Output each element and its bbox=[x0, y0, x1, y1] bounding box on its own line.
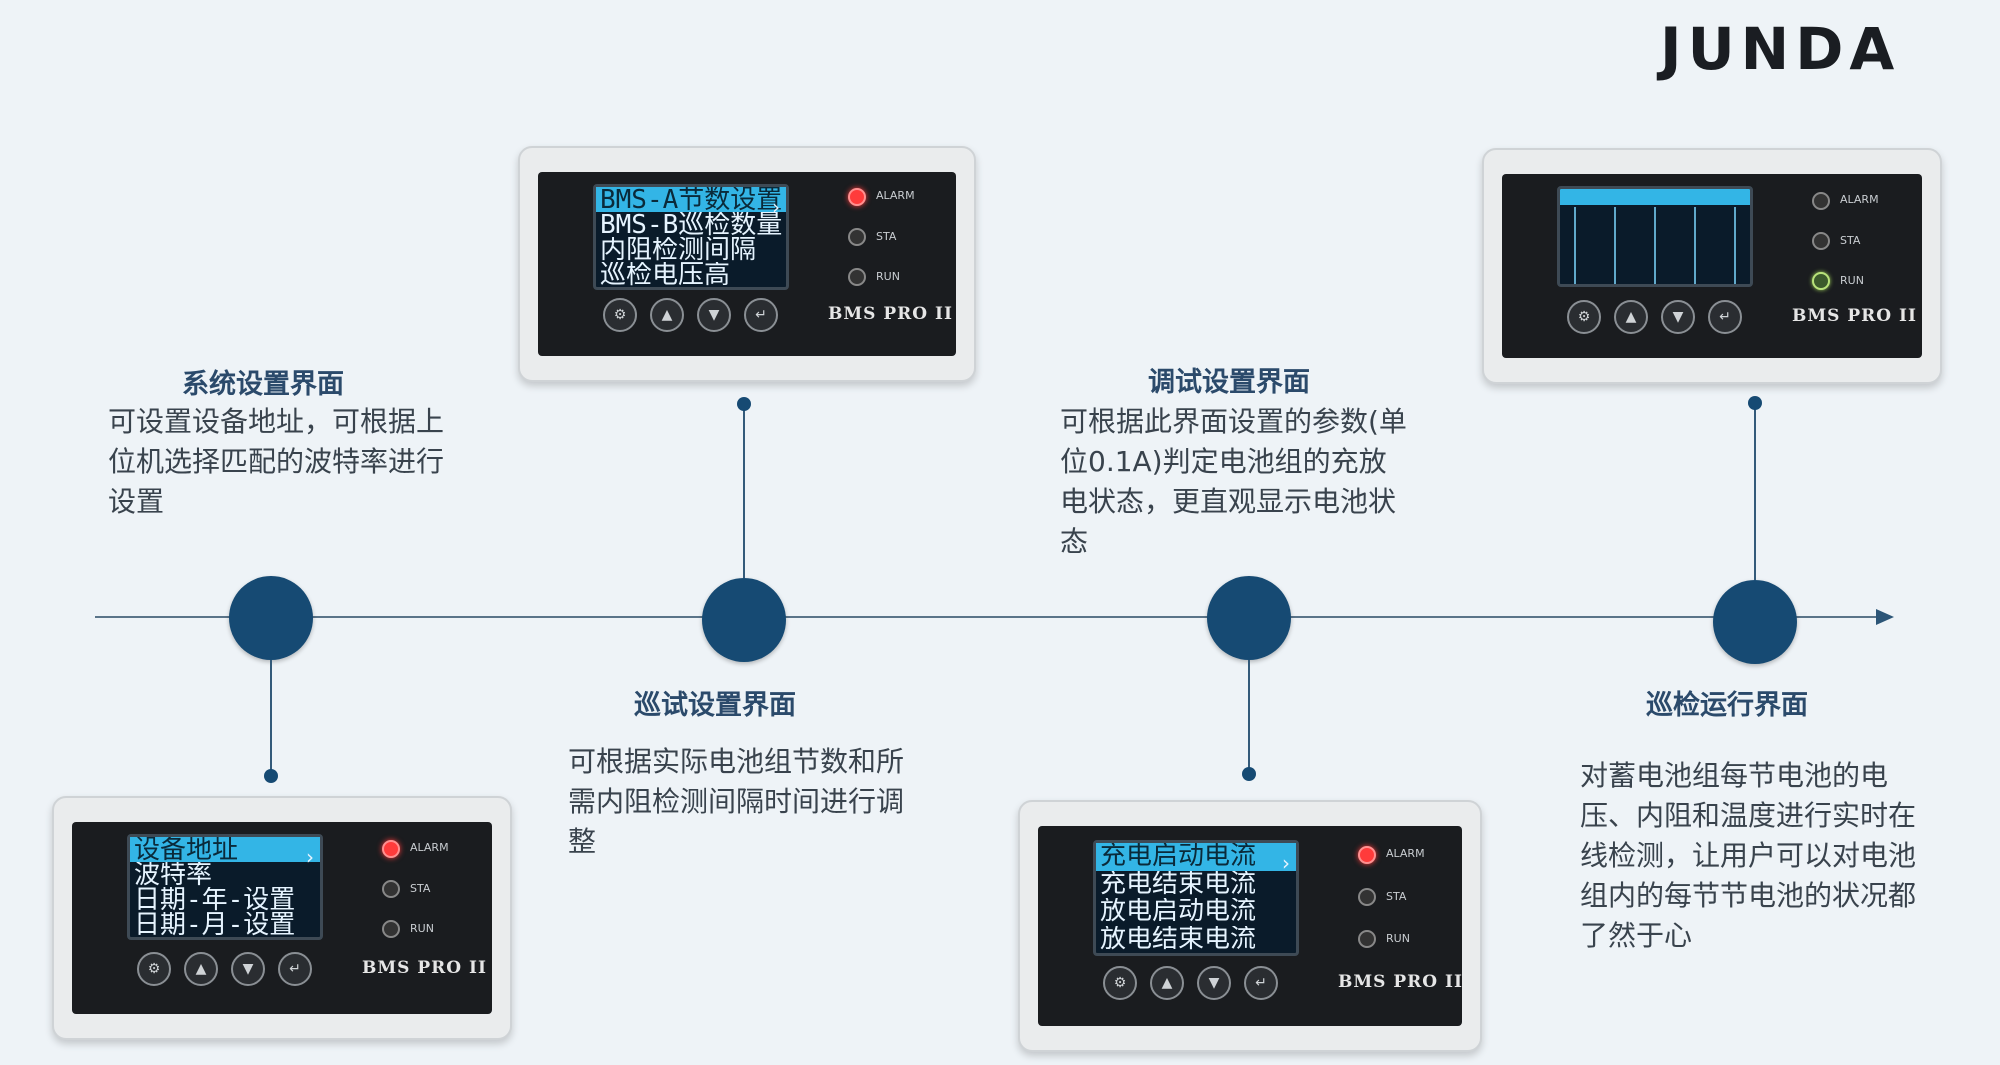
connector-2 bbox=[743, 410, 745, 578]
connector-dot-1 bbox=[264, 769, 278, 783]
lcd-data-columns bbox=[1560, 207, 1750, 284]
alarm-label: ALARM bbox=[410, 841, 449, 854]
lcd-line: 放电结束电流 bbox=[1100, 925, 1257, 953]
lcd-line: 充电启动电流 bbox=[1096, 843, 1296, 871]
enter-button[interactable]: ↵ bbox=[278, 952, 312, 986]
chevron-right-icon: › bbox=[306, 845, 314, 869]
connector-1 bbox=[270, 660, 272, 772]
run-led-icon bbox=[382, 920, 400, 938]
alarm-led-icon bbox=[1358, 846, 1376, 864]
settings-button[interactable]: ⚙ bbox=[603, 298, 637, 332]
brand-logo: JUNDA bbox=[1660, 15, 1901, 83]
alarm-led-icon bbox=[382, 840, 400, 858]
connector-dot-3 bbox=[1242, 767, 1256, 781]
up-button[interactable]: ▲ bbox=[1150, 966, 1184, 1000]
run-led-icon bbox=[848, 268, 866, 286]
lcd-header-bar bbox=[1560, 189, 1750, 205]
lcd-line: 日期-月-设置 bbox=[134, 912, 296, 937]
lcd-screen: BMS-A节数设置 BMS-B巡检数量 内阻检测间隔 巡检电压高 › bbox=[593, 184, 789, 290]
step-1-title: 系统设置界面 bbox=[182, 369, 344, 400]
sta-led-icon bbox=[1812, 232, 1830, 250]
run-label: RUN bbox=[1840, 274, 1864, 287]
run-label: RUN bbox=[410, 922, 434, 935]
step-2-description: 可根据实际电池组节数和所需内阻检测间隔时间进行调整 bbox=[568, 745, 905, 858]
step-4-title: 巡检运行界面 bbox=[1646, 690, 1808, 721]
lcd-line: 内阻检测间隔 bbox=[600, 237, 757, 262]
device-model-label: BMS PRO II bbox=[362, 958, 487, 978]
lcd-line: BMS-B巡检数量 bbox=[600, 212, 783, 237]
lcd-line: 充电结束电流 bbox=[1100, 870, 1257, 898]
sta-led-icon bbox=[848, 228, 866, 246]
timeline-node-2 bbox=[702, 578, 786, 662]
chevron-right-icon: › bbox=[1282, 851, 1290, 875]
alarm-label: ALARM bbox=[1386, 847, 1425, 860]
down-button[interactable]: ▼ bbox=[231, 952, 265, 986]
timeline-node-1 bbox=[229, 576, 313, 660]
alarm-label: ALARM bbox=[1840, 193, 1879, 206]
down-button[interactable]: ▼ bbox=[1661, 300, 1695, 334]
run-label: RUN bbox=[1386, 932, 1410, 945]
timeline-node-3 bbox=[1207, 576, 1291, 660]
down-button[interactable]: ▼ bbox=[1197, 966, 1231, 1000]
device-panel-patrol: BMS-A节数设置 BMS-B巡检数量 内阻检测间隔 巡检电压高 › ALARM… bbox=[518, 146, 976, 382]
connector-dot-2 bbox=[737, 397, 751, 411]
connector-dot-4 bbox=[1748, 396, 1762, 410]
timeline-node-4 bbox=[1713, 580, 1797, 664]
alarm-led-icon bbox=[1812, 192, 1830, 210]
step-3-description: 可根据此界面设置的参数(单位0.1A)判定电池组的充放电状态，更直观显示电池状态 bbox=[1060, 405, 1407, 558]
settings-button[interactable]: ⚙ bbox=[1567, 300, 1601, 334]
lcd-line: 放电启动电流 bbox=[1100, 898, 1257, 926]
timeline-arrow-icon bbox=[1876, 609, 1894, 625]
sta-label: STA bbox=[410, 882, 431, 895]
enter-button[interactable]: ↵ bbox=[744, 298, 778, 332]
lcd-screen: 充电启动电流 充电结束电流 放电启动电流 放电结束电流 › bbox=[1093, 840, 1299, 956]
up-button[interactable]: ▲ bbox=[650, 298, 684, 332]
step-1-description: 可设置设备地址，可根据上位机选择匹配的波特率进行设置 bbox=[108, 405, 445, 518]
sta-label: STA bbox=[1840, 234, 1861, 247]
enter-button[interactable]: ↵ bbox=[1708, 300, 1742, 334]
up-button[interactable]: ▲ bbox=[184, 952, 218, 986]
lcd-line: BMS-A节数设置 bbox=[596, 187, 786, 212]
lcd-data-grid bbox=[1557, 186, 1753, 287]
lcd-line: 波特率 bbox=[134, 862, 213, 887]
lcd-line: 巡检电压高 bbox=[600, 262, 731, 287]
sta-label: STA bbox=[1386, 890, 1407, 903]
lcd-screen: 设备地址 波特率 日期-年-设置 日期-月-设置 › bbox=[127, 834, 323, 940]
lcd-line: 设备地址 bbox=[130, 837, 320, 862]
sta-label: STA bbox=[876, 230, 897, 243]
settings-button[interactable]: ⚙ bbox=[1103, 966, 1137, 1000]
device-panel-running: ALARM STA RUN ⚙ ▲ ▼ ↵ BMS PRO II bbox=[1482, 148, 1942, 384]
run-led-icon bbox=[1812, 272, 1830, 290]
sta-led-icon bbox=[382, 880, 400, 898]
connector-4 bbox=[1754, 408, 1756, 580]
device-panel-system: 设备地址 波特率 日期-年-设置 日期-月-设置 › ALARM STA RUN… bbox=[52, 796, 512, 1040]
step-4-description: 对蓄电池组每节电池的电压、内阻和温度进行实时在线检测，让用户可以对电池组内的每节… bbox=[1580, 759, 1917, 952]
down-button[interactable]: ▼ bbox=[697, 298, 731, 332]
up-button[interactable]: ▲ bbox=[1614, 300, 1648, 334]
step-2-title: 巡试设置界面 bbox=[634, 690, 796, 721]
connector-3 bbox=[1248, 660, 1250, 772]
run-label: RUN bbox=[876, 270, 900, 283]
enter-button[interactable]: ↵ bbox=[1244, 966, 1278, 1000]
sta-led-icon bbox=[1358, 888, 1376, 906]
chevron-right-icon: › bbox=[772, 195, 780, 219]
run-led-icon bbox=[1358, 930, 1376, 948]
alarm-led-icon bbox=[848, 188, 866, 206]
alarm-label: ALARM bbox=[876, 189, 915, 202]
device-model-label: BMS PRO II bbox=[828, 304, 953, 324]
step-3-title: 调试设置界面 bbox=[1148, 367, 1310, 398]
device-model-label: BMS PRO II bbox=[1338, 972, 1463, 992]
device-panel-debug: 充电启动电流 充电结束电流 放电启动电流 放电结束电流 › ALARM STA … bbox=[1018, 800, 1482, 1052]
lcd-line: 日期-年-设置 bbox=[134, 887, 296, 912]
settings-button[interactable]: ⚙ bbox=[137, 952, 171, 986]
device-model-label: BMS PRO II bbox=[1792, 306, 1917, 326]
timeline-axis bbox=[95, 616, 1880, 618]
